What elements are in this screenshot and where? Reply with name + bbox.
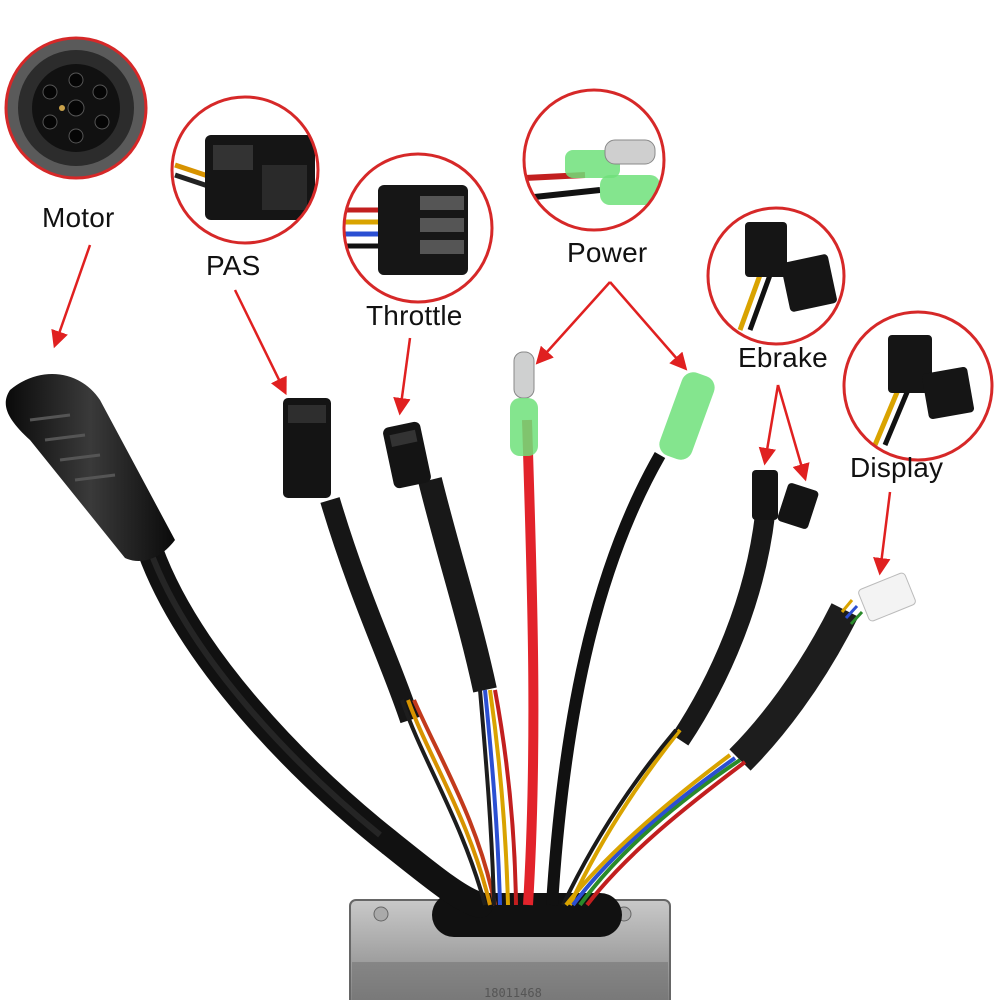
power-red-wire	[522, 419, 539, 906]
power-callout	[522, 88, 666, 232]
pas-label: PAS	[206, 250, 261, 281]
pas-connector	[283, 398, 331, 498]
power-arrow-left	[535, 281, 611, 365]
ebrake-arrow-right	[776, 384, 810, 482]
display-label: Display	[850, 452, 944, 483]
motor-label: Motor	[42, 202, 115, 233]
controller-box	[349, 893, 671, 1000]
ebrake-cable	[561, 513, 775, 906]
ebrake-arrow-left	[758, 384, 780, 466]
power-black-wire	[546, 452, 666, 906]
motor-arrow	[51, 244, 92, 349]
ebrake-label: Ebrake	[738, 342, 828, 373]
callout-arrows	[51, 244, 892, 576]
throttle-callout	[342, 152, 494, 304]
display-connector	[840, 572, 916, 626]
power-arrow-right	[609, 281, 688, 371]
pin	[92, 84, 108, 100]
pas-cable	[320, 497, 497, 906]
throttle-label: Throttle	[366, 300, 463, 331]
screw	[373, 906, 389, 922]
pin	[67, 99, 85, 117]
throttle-arrow	[393, 337, 412, 416]
power-label: Power	[567, 237, 648, 268]
pin	[59, 105, 65, 111]
pin	[94, 114, 110, 130]
throttle-cable	[418, 477, 518, 906]
pin	[42, 114, 58, 130]
motor-cable	[137, 537, 493, 918]
motor-callout	[4, 36, 148, 180]
power-red-bullet-connector	[510, 351, 538, 456]
pin	[68, 72, 84, 88]
pas-callout	[170, 95, 320, 245]
pas-arrow	[233, 289, 287, 396]
pin	[68, 128, 84, 144]
ebrake-callout	[706, 206, 846, 346]
ebrake-connectors	[752, 470, 819, 529]
pin	[42, 84, 58, 100]
throttle-connector	[383, 421, 431, 489]
display-arrow	[873, 491, 892, 576]
display-callout	[842, 310, 994, 462]
display-cable	[564, 603, 859, 907]
power-black-bullet-connector	[659, 372, 715, 460]
motor-connector	[5, 373, 176, 561]
controller-serial: 18011468	[484, 986, 542, 1000]
